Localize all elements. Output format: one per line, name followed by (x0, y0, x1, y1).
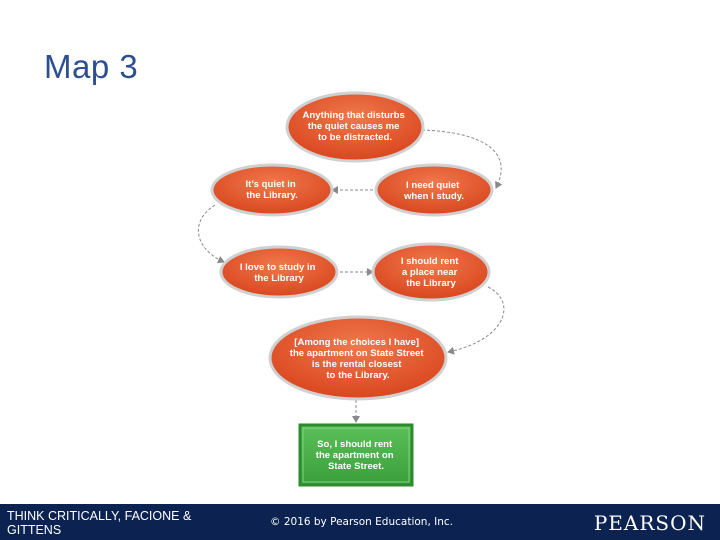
node-quiet-library-line-1: It’s quiet in (246, 179, 296, 190)
node-distraction-line-1: Anything that disturbs (303, 110, 405, 121)
node-state-street-closest-line-2: the apartment on State Street (290, 348, 425, 359)
svg-text:It’s quiet in the Librar: It’s quiet in the Library. (246, 179, 299, 201)
node-need-quiet-line-1: I need quiet (406, 180, 460, 191)
node-distraction-line-2: the quiet causes me (308, 121, 400, 132)
node-need-quiet: I need quiet when I study. (374, 163, 494, 217)
node-state-street-closest-line-4: to the Library. (326, 370, 389, 381)
svg-text:So, I should rent the ap: So, I should rent the apartment on State… (316, 439, 397, 472)
node-state-street-closest: [Among the choices I have] the apartment… (268, 315, 448, 401)
svg-text:I need quiet when I stud: I need quiet when I study. (403, 180, 464, 202)
svg-text:[Among the choices I have]: [Among the choices I have] the apartment… (290, 337, 426, 381)
node-conclusion-line-2: the apartment on (316, 450, 394, 461)
node-rent-near-line-1: I should rent (401, 256, 459, 267)
svg-text:I should rent a place ne: I should rent a place near the Library (401, 256, 461, 289)
node-quiet-library: It’s quiet in the Library. (210, 163, 334, 217)
node-state-street-closest-line-1: [Among the choices I have] (294, 337, 419, 348)
node-rent-near: I should rent a place near the Library (371, 242, 491, 302)
node-conclusion: So, I should rent the apartment on State… (298, 423, 414, 487)
arrow-n2-to-n4 (197, 204, 225, 264)
footer-book-title: THINK CRITICALLY, FACIONE & GITTENS (7, 509, 192, 537)
node-love-library-line-2: the Library (254, 273, 304, 284)
connectors (197, 129, 505, 423)
node-love-library: I love to study in the Library (219, 245, 339, 299)
arrow-n5-to-n6 (447, 286, 505, 355)
footer-bar: THINK CRITICALLY, FACIONE & GITTENS © 20… (0, 504, 720, 540)
slide-title: Map 3 (44, 48, 139, 85)
node-distraction: Anything that disturbs the quiet causes … (285, 91, 425, 163)
pearson-logo: PEARSON (593, 511, 706, 535)
footer-copyright: © 2016 by Pearson Education, Inc. (270, 516, 453, 528)
svg-text:Anything that disturbs t: Anything that disturbs the quiet causes … (303, 110, 408, 143)
node-conclusion-line-1: So, I should rent (317, 439, 393, 450)
svg-text:I love to study in the L: I love to study in the Library (240, 262, 318, 284)
node-need-quiet-line-2: when I study. (403, 191, 464, 202)
node-quiet-library-line-2: the Library. (246, 190, 298, 201)
node-rent-near-line-2: a place near (402, 267, 458, 278)
node-love-library-line-1: I love to study in (240, 262, 316, 273)
node-conclusion-line-3: State Street. (328, 461, 384, 472)
node-rent-near-line-3: the Library (406, 278, 456, 289)
node-distraction-line-3: to be distracted. (318, 132, 392, 143)
node-state-street-closest-line-3: is the rental closest (312, 359, 402, 370)
